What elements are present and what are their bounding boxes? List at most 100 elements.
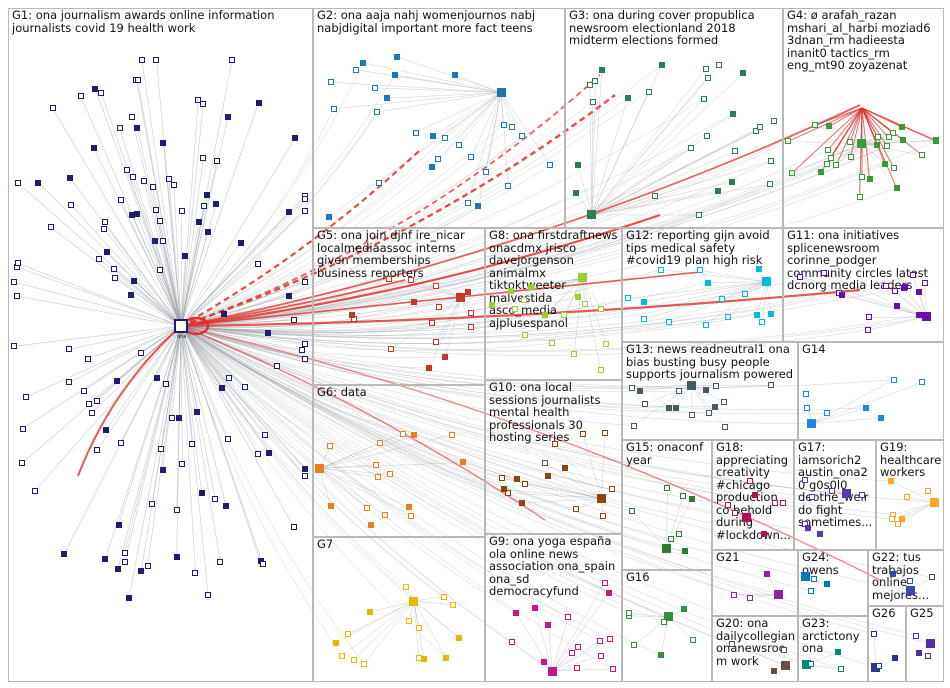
edge-intra-g4 [861, 143, 870, 179]
vertex-g23 [835, 649, 842, 656]
vertex-g15 [662, 543, 672, 553]
vertex-g1 [302, 196, 308, 203]
edge-intra-g9 [552, 592, 610, 672]
vertex-g4 [847, 138, 854, 145]
edge-hub-g11 [180, 275, 913, 336]
edge-g1-spoke [17, 266, 182, 327]
group-label-g21: G21 [716, 550, 740, 564]
vertex-g3 [770, 118, 777, 125]
vertex-g9 [606, 636, 613, 643]
vertex-g1 [129, 174, 136, 181]
vertex-g20 [780, 660, 790, 670]
vertex-g4 [859, 174, 866, 181]
vertex-g12 [697, 267, 704, 274]
edge-g1-spoke [180, 210, 182, 327]
edge-hub-g13 [180, 325, 670, 409]
edge-intra-g10 [516, 478, 602, 499]
edge-g1-spoke [180, 138, 296, 327]
edge-hub-g14 [180, 325, 866, 411]
vertex-g16 [631, 642, 638, 649]
vertex-g1 [189, 440, 196, 447]
vertex-g1 [259, 560, 266, 567]
edge-hub-g8 [180, 277, 583, 328]
vertex-g10 [513, 475, 520, 482]
edge-intra-g16 [629, 615, 669, 618]
vertex-g24 [800, 572, 810, 582]
group-label-g4: G4: ø arafah_razan mshari_al_harbi mozia… [787, 8, 935, 72]
vertex-g1 [302, 279, 308, 286]
vertex-g7 [449, 601, 456, 608]
edge-g1-spoke [180, 211, 290, 327]
edge-intra-g6 [319, 468, 331, 507]
edge-g1-spoke [118, 325, 182, 525]
hub-vertex-ona [174, 319, 188, 333]
group-label-g23: G23: arctictony ona [802, 616, 864, 655]
vertex-g8 [512, 305, 519, 312]
edge-g1-spoke [180, 325, 295, 528]
vertex-g1 [224, 435, 231, 442]
vertex-g16 [680, 606, 687, 613]
vertex-g18 [742, 513, 752, 523]
group-label-g15: G15: onaconf year [626, 440, 707, 467]
vertex-g11 [922, 312, 932, 322]
edge-g1-spoke [180, 325, 263, 564]
edge-intra-g18 [746, 503, 776, 518]
vertex-g19 [903, 494, 910, 501]
vertex-g12 [725, 313, 732, 320]
edge-hub-g10 [180, 325, 525, 484]
edge-g1-spoke [155, 240, 182, 327]
group-label-g18: G18: appreciating creativity #chicago pr… [716, 440, 792, 542]
group-box-g10: G10: ona local sessions journalists ment… [485, 380, 622, 534]
edge-intra-g9 [512, 641, 553, 672]
edge-intra-g10 [544, 462, 602, 499]
vertex-g3 [740, 69, 747, 76]
vertex-g2 [468, 154, 475, 160]
edge-intra-g19 [891, 480, 935, 503]
vertex-g3 [729, 110, 736, 117]
edge-intra-g6 [319, 468, 390, 475]
edge-g4-star [861, 107, 888, 147]
vertex-g2 [327, 79, 334, 86]
edge-red-g3-b [180, 74, 601, 327]
vertex-g3 [704, 133, 711, 140]
edge-g1-spoke [128, 325, 182, 598]
vertex-g1 [204, 229, 211, 236]
vertex-g4 [812, 122, 819, 129]
vertex-g9 [540, 659, 547, 666]
group-box-g7: G7 [313, 537, 485, 682]
edge-intra-g6 [319, 468, 378, 478]
vertex-g8 [528, 284, 535, 291]
edge-g1-spoke [180, 210, 306, 327]
edge-hub-g15 [180, 325, 632, 512]
vertex-g5 [386, 276, 392, 283]
vertex-g3 [574, 161, 581, 168]
edge-hub-g7 [180, 325, 407, 588]
edge-intra-g12 [660, 269, 767, 283]
vertex-g1 [302, 355, 308, 362]
vertex-g1 [102, 556, 109, 563]
edge-g1-spoke [17, 295, 182, 327]
vertex-g16 [664, 612, 674, 622]
vertex-g6 [386, 471, 393, 478]
vertex-g1 [242, 383, 249, 390]
vertex-g4 [881, 160, 888, 167]
vertex-g1 [133, 210, 140, 217]
vertex-g1 [49, 104, 56, 111]
group-label-g24: G24: owens [802, 550, 839, 577]
edge-hub-g6 [180, 325, 368, 508]
edge-hub-g4 [180, 187, 897, 327]
edge-g1-spoke [180, 206, 205, 327]
vertex-g5 [436, 304, 443, 311]
vertex-g1 [213, 200, 220, 207]
vertex-g3 [715, 62, 722, 69]
vertex-g1 [117, 439, 124, 446]
edge-hub-g20 [180, 325, 733, 645]
vertex-g4 [890, 165, 897, 172]
vertex-g9 [531, 605, 538, 612]
edge-intra-g8 [492, 277, 583, 306]
vertex-g1 [152, 206, 159, 213]
edge-hub-g7 [180, 325, 343, 656]
edge-hub-g23 [180, 325, 807, 665]
vertex-g1 [273, 363, 280, 370]
edge-g1-spoke [106, 252, 182, 327]
